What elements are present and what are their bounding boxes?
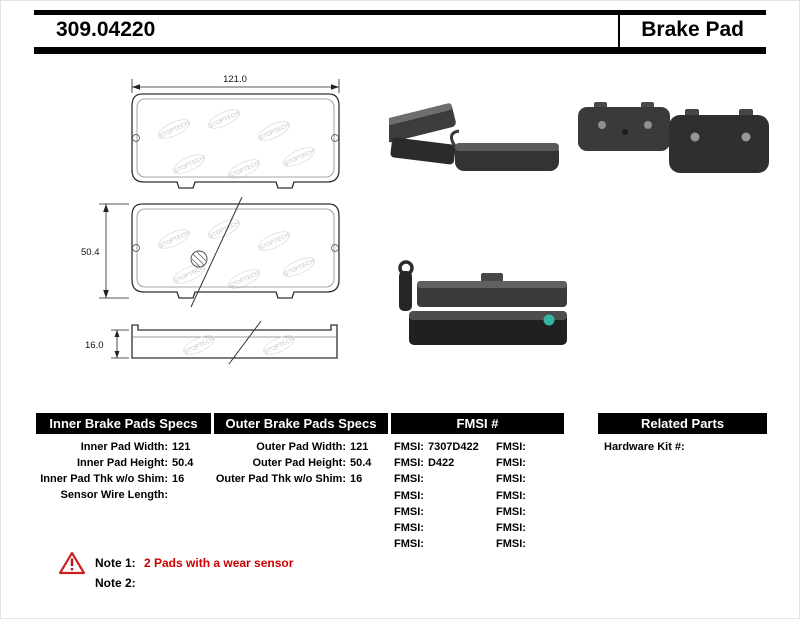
hatched-hole-detail	[190, 250, 208, 268]
fmsi-value: 7307D422	[427, 441, 479, 454]
technical-drawings: STOPTECH 121.0 50.4	[81, 74, 340, 365]
spec-value: 16	[350, 473, 363, 485]
wear-sensor-dot	[543, 314, 555, 326]
height-dimension-label: 50.4	[81, 247, 100, 258]
table-row: Outer Pad Width: 121	[214, 439, 388, 455]
pad-photo-small-1	[389, 103, 456, 143]
spec-label: Outer Pad Width:	[256, 441, 346, 453]
spec-value: 50.4	[350, 457, 372, 469]
spec-label: Inner Pad Width:	[80, 441, 168, 453]
fmsi-value	[424, 522, 428, 534]
note2-label: Note 2:	[95, 576, 136, 590]
part-number: 309.04220	[56, 18, 156, 41]
fmsi-value	[526, 522, 530, 534]
fmsi-value	[526, 490, 530, 502]
spec-label: Sensor Wire Length:	[60, 489, 168, 501]
fmsi-value	[424, 473, 428, 485]
header-bottom-rule	[34, 47, 766, 54]
spec-label: Inner Pad Height:	[76, 457, 168, 469]
fmsi-value	[526, 538, 530, 550]
header-top-rule	[34, 10, 766, 15]
table-row: FMSI: FMSI:	[391, 471, 596, 487]
fmsi-label: FMSI:	[394, 441, 424, 454]
pad-photo-backing-2	[669, 109, 769, 173]
pad-photo-sensor	[450, 129, 559, 171]
pad-photo-backing-1	[578, 102, 670, 151]
fmsi-label: FMSI:	[496, 538, 526, 551]
spec-label: Outer Pad Height:	[252, 457, 346, 469]
spec-label: Hardware Kit #:	[604, 441, 685, 453]
brake-pads-photo-side	[398, 260, 567, 345]
fmsi-value	[526, 441, 530, 453]
fmsi-label: FMSI:	[496, 457, 526, 470]
fmsi-label: FMSI:	[394, 522, 424, 535]
width-dimension-label: 121.0	[223, 74, 247, 85]
fmsi-label: FMSI:	[394, 505, 424, 518]
pad-photo-small-2	[390, 137, 456, 165]
fmsi-label: FMSI:	[496, 473, 526, 486]
table-row: FMSI: FMSI:	[391, 520, 596, 536]
inner-specs-header: Inner Brake Pads Specs	[36, 413, 211, 434]
brake-pads-photo-top	[389, 102, 769, 173]
table-row: Hardware Kit #:	[598, 439, 767, 455]
note1-text: 2 Pads with a wear sensor	[144, 556, 294, 570]
table-row: FMSI: FMSI:	[391, 504, 596, 520]
fmsi-label: FMSI:	[394, 538, 424, 551]
fmsi-value	[424, 506, 428, 518]
wear-sensor-clip	[398, 260, 414, 311]
related-parts-header: Related Parts	[598, 413, 767, 434]
fmsi-value	[526, 506, 530, 518]
spec-value: 121	[172, 441, 191, 453]
header-divider	[618, 15, 620, 47]
pad-side-photo-bottom	[409, 311, 567, 345]
note1-label: Note 1:	[95, 556, 136, 570]
spec-label: Outer Pad Thk w/o Shim:	[215, 473, 346, 485]
outer-specs-header: Outer Brake Pads Specs	[214, 413, 388, 434]
fmsi-header: FMSI #	[391, 413, 564, 434]
front-view-height-drawing: 50.4	[81, 196, 340, 308]
table-row: FMSI:7307D422 FMSI:	[391, 439, 596, 455]
thickness-dimension-label: 16.0	[85, 340, 104, 351]
fmsi-label: FMSI:	[496, 505, 526, 518]
spec-value: 16	[172, 473, 185, 485]
fmsi-value	[526, 457, 530, 469]
table-row: Inner Pad Height: 50.4	[36, 455, 211, 471]
pad-side-photo-top	[417, 273, 567, 307]
table-row: Outer Pad Height: 50.4	[214, 455, 388, 471]
product-type-title: Brake Pad	[641, 18, 744, 41]
fmsi-label: FMSI:	[394, 457, 424, 470]
side-profile-drawing: 16.0	[85, 320, 338, 365]
table-row: FMSI: FMSI:	[391, 488, 596, 504]
fmsi-label: FMSI:	[496, 441, 526, 454]
fmsi-value	[526, 473, 530, 485]
fmsi-label: FMSI:	[394, 473, 424, 486]
table-row: FMSI:D422 FMSI:	[391, 455, 596, 471]
fmsi-label: FMSI:	[394, 489, 424, 502]
table-row: FMSI: FMSI:	[391, 536, 596, 552]
table-row: Outer Pad Thk w/o Shim: 16	[214, 471, 388, 487]
front-view-drawing: 121.0	[131, 74, 340, 189]
fmsi-value: D422	[427, 457, 455, 470]
outer-specs-rows: Outer Pad Width: 121 Outer Pad Height: 5…	[214, 439, 388, 487]
inner-specs-rows: Inner Pad Width: 121 Inner Pad Height: 5…	[36, 439, 211, 503]
spec-label: Inner Pad Thk w/o Shim:	[40, 473, 168, 485]
fmsi-label: FMSI:	[496, 522, 526, 535]
table-row: Sensor Wire Length:	[36, 487, 211, 503]
spec-value: 121	[350, 441, 369, 453]
fmsi-value	[424, 538, 428, 550]
related-parts-rows: Hardware Kit #:	[598, 439, 767, 455]
fmsi-value	[424, 490, 428, 502]
warning-icon	[59, 551, 85, 575]
table-row: Inner Pad Thk w/o Shim: 16	[36, 471, 211, 487]
spec-value: 50.4	[172, 457, 194, 469]
table-row: Inner Pad Width: 121	[36, 439, 211, 455]
fmsi-rows: FMSI:7307D422 FMSI: FMSI:D422 FMSI: FMSI…	[391, 439, 596, 552]
fmsi-label: FMSI:	[496, 489, 526, 502]
